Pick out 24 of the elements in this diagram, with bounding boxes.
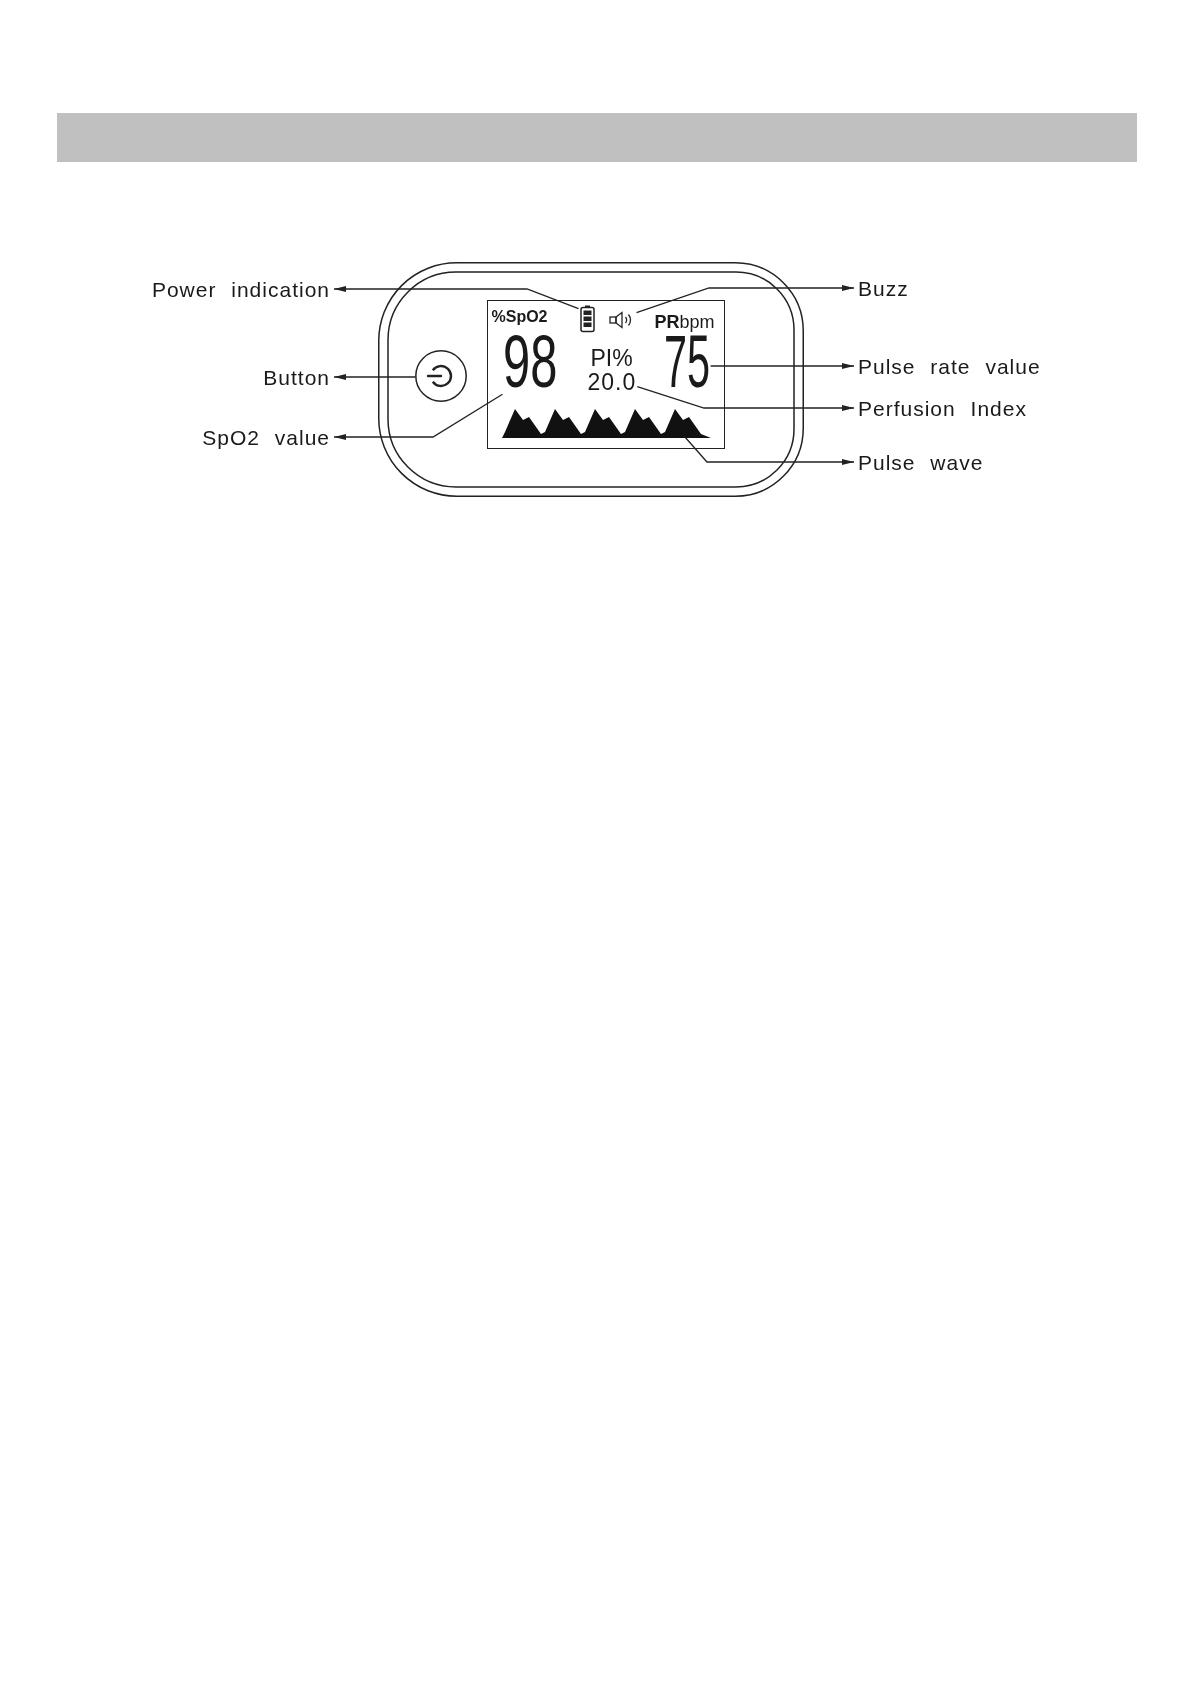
- pulse-rate-reading: 75: [663, 334, 710, 390]
- battery-icon: [579, 304, 595, 332]
- spo2-unit-label: %SpO2: [491, 308, 548, 325]
- callout-label: SpO2 value: [202, 426, 330, 448]
- leader-line: [333, 393, 504, 440]
- callout-label: Power indication: [151, 278, 330, 300]
- display-screen: [487, 300, 725, 449]
- spo2-reading: 98: [502, 334, 557, 390]
- leader-line: [636, 385, 855, 411]
- power-button: [415, 350, 467, 402]
- leader-line: [684, 436, 855, 465]
- callout-label: Pulse wave: [858, 451, 984, 473]
- perfusion-index-label: PI%: [590, 346, 633, 370]
- callout-label: Pulse rate value: [858, 355, 1041, 377]
- leader-line: [333, 374, 416, 380]
- leader-line: [709, 363, 855, 369]
- perfusion-index-reading: 20.0: [587, 370, 637, 394]
- callout-label: Perfusion Index: [858, 397, 1027, 419]
- callout-label: Buzz: [858, 277, 909, 299]
- pulse-rate-unit-label: PRbpm: [654, 312, 715, 331]
- device-body: [378, 262, 804, 497]
- pulse-wave-drawing: [501, 407, 711, 438]
- leader-line: [635, 285, 855, 314]
- callout-label: Button: [263, 366, 330, 388]
